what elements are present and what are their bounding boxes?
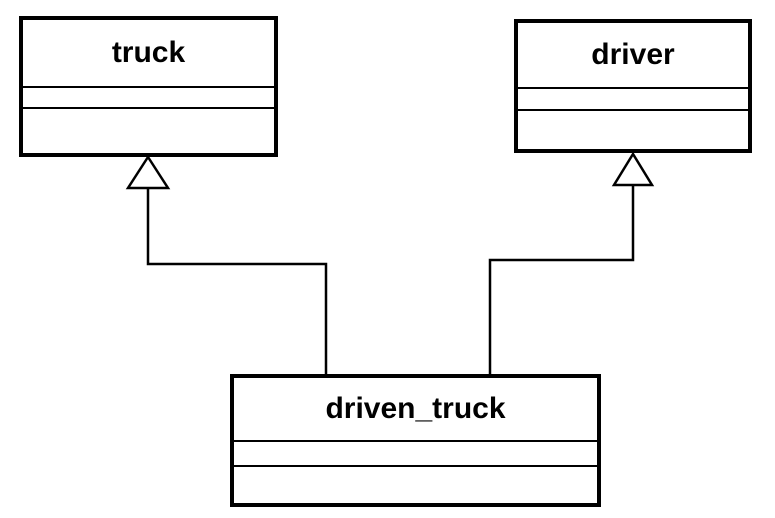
class-operations-compartment-driven-truck xyxy=(234,467,597,503)
connector-line-to-truck xyxy=(146,188,328,374)
connector-line-to-driver xyxy=(488,185,635,374)
class-attributes-compartment-driver xyxy=(518,89,748,111)
generalization-driven-truck-to-driver xyxy=(488,151,655,374)
class-box-truck[interactable]: truck xyxy=(19,16,278,157)
class-attributes-compartment-driven-truck xyxy=(234,442,597,467)
inheritance-arrowhead-driver xyxy=(611,151,655,187)
inheritance-arrowhead-truck xyxy=(125,154,171,190)
class-name-driven-truck: driven_truck xyxy=(234,378,597,442)
class-operations-compartment-driver xyxy=(518,111,748,149)
class-box-driven-truck[interactable]: driven_truck xyxy=(230,374,601,507)
class-box-driver[interactable]: driver xyxy=(514,19,752,153)
class-name-truck: truck xyxy=(23,20,274,88)
class-operations-compartment-truck xyxy=(23,109,274,153)
class-attributes-compartment-truck xyxy=(23,88,274,109)
class-name-driver: driver xyxy=(518,23,748,89)
generalization-driven-truck-to-truck xyxy=(125,154,328,374)
